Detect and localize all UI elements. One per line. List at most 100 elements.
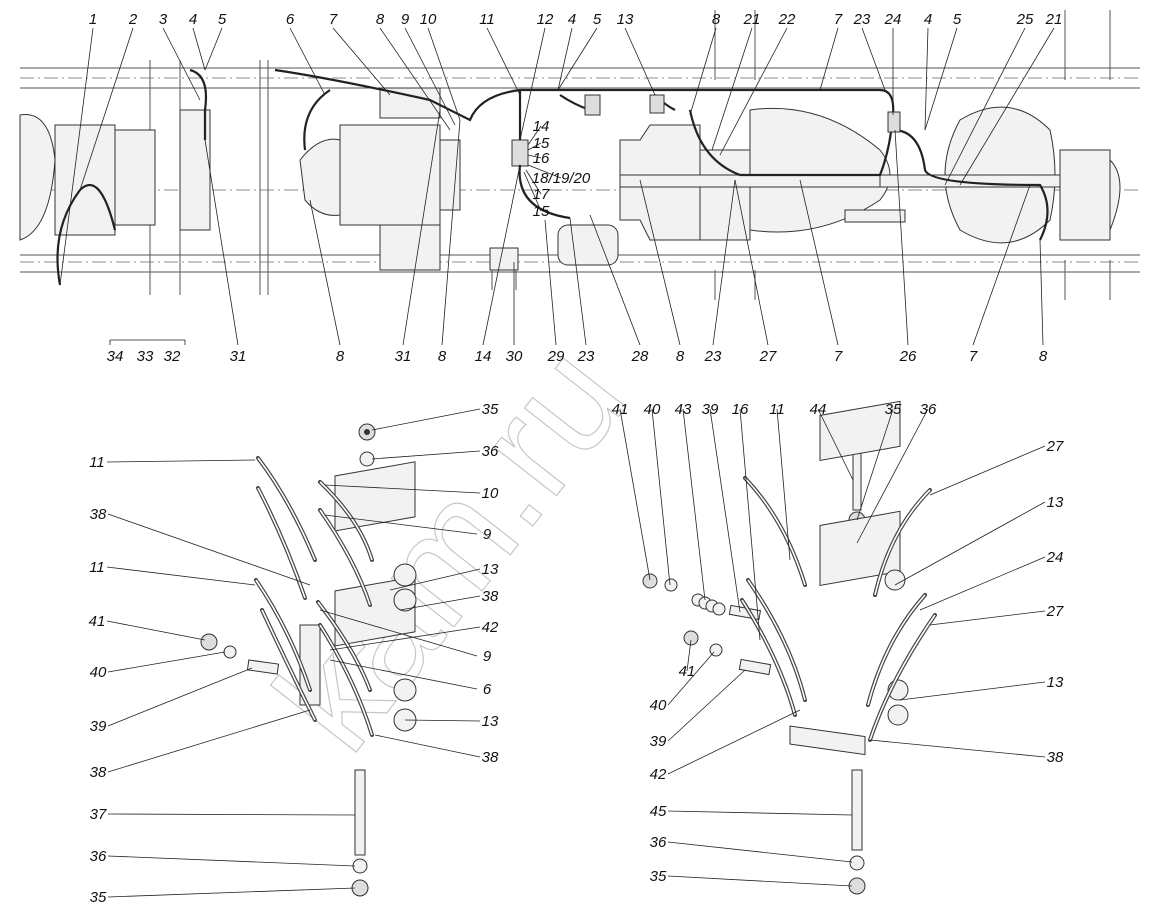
leader-line xyxy=(894,501,1046,586)
leader-line xyxy=(309,199,341,346)
watermark: kam.ru xyxy=(242,314,658,780)
leader-line xyxy=(639,179,681,346)
callout-label: 36 xyxy=(650,834,667,851)
callout-label: 10 xyxy=(420,11,437,28)
leader-line xyxy=(719,27,788,156)
callout-label: 31 xyxy=(230,348,247,365)
leader-line xyxy=(404,27,456,126)
callout-label: 7 xyxy=(329,11,338,28)
leader-line xyxy=(894,129,909,346)
leader-line xyxy=(527,154,542,159)
callout-label: 4 xyxy=(568,11,576,28)
leader-line xyxy=(959,27,1055,186)
leader-line xyxy=(107,667,253,727)
callout-label: 3 xyxy=(159,11,168,28)
leader-line xyxy=(523,171,542,212)
callout-label: 16 xyxy=(732,401,749,418)
group-bracket xyxy=(109,339,186,345)
callout-label: 41 xyxy=(612,401,629,418)
callout-label: 18/19/20 xyxy=(532,170,591,187)
leader-line xyxy=(107,651,226,673)
leader-line xyxy=(899,681,1046,701)
leader-line xyxy=(667,709,801,775)
callout-label: 15 xyxy=(533,203,550,220)
right-valve-assembly xyxy=(642,400,937,895)
callout-label: 5 xyxy=(953,11,962,28)
callout-label: 35 xyxy=(885,401,902,418)
callout-label: 41 xyxy=(89,613,106,630)
leader-line xyxy=(59,27,94,286)
callout-label: 23 xyxy=(577,348,595,365)
leader-line xyxy=(107,513,311,586)
chassis-frame xyxy=(19,10,1140,300)
leader-line xyxy=(856,408,929,544)
callout-label: 5 xyxy=(593,11,602,28)
watermark-text: kam.ru xyxy=(243,315,658,780)
leader-line xyxy=(1039,239,1044,346)
leader-line xyxy=(869,739,1046,758)
leader-line xyxy=(929,445,1046,496)
leader-line xyxy=(776,408,791,561)
callout-label: 43 xyxy=(675,401,692,418)
callout-label: 29 xyxy=(547,348,565,365)
leader-line xyxy=(106,566,256,586)
callout-label: 12 xyxy=(537,11,554,28)
callout-label: 27 xyxy=(1046,438,1064,455)
leader-line xyxy=(79,27,134,191)
callout-label: 8 xyxy=(336,348,345,365)
callout-label: 27 xyxy=(759,348,777,365)
leader-line xyxy=(107,855,356,867)
leader-line xyxy=(404,719,481,722)
leader-line xyxy=(371,450,481,460)
callout-label: 11 xyxy=(89,454,105,471)
leader-line xyxy=(651,408,671,586)
leader-line xyxy=(667,669,746,742)
callout-label: 38 xyxy=(482,749,499,766)
callout-label: 6 xyxy=(286,11,295,28)
leader-line xyxy=(379,27,451,131)
callout-label: 1 xyxy=(89,11,97,28)
leader-line xyxy=(329,659,478,690)
leader-line xyxy=(712,179,736,346)
leader-line xyxy=(861,27,886,91)
callout-label: 13 xyxy=(1047,494,1064,511)
leader-line xyxy=(686,639,692,672)
leader-line xyxy=(944,27,1026,186)
callout-label: 24 xyxy=(1046,549,1064,566)
callout-label: 39 xyxy=(650,733,667,750)
leader-line xyxy=(924,27,929,131)
callout-label: 39 xyxy=(90,718,107,735)
leader-line xyxy=(929,610,1046,626)
leader-line xyxy=(319,609,478,657)
leader-line xyxy=(819,27,839,91)
callout-label: 22 xyxy=(778,11,796,28)
leader-line xyxy=(817,408,854,481)
leader-line xyxy=(204,27,223,71)
leader-line xyxy=(204,139,239,346)
callout-label: 35 xyxy=(90,889,107,906)
leader-line xyxy=(734,179,769,346)
callout-label: 17 xyxy=(533,186,550,203)
callout-label: 7 xyxy=(834,11,843,28)
callout-label: 45 xyxy=(650,803,667,820)
callout-label: 33 xyxy=(137,348,154,365)
leader-line xyxy=(107,813,356,816)
callout-label: 2 xyxy=(128,11,138,28)
leader-line xyxy=(107,887,356,898)
leader-line xyxy=(739,408,761,641)
callout-label: 42 xyxy=(650,766,667,783)
leader-line xyxy=(525,169,542,195)
leader-line xyxy=(324,514,478,535)
callout-label: 9 xyxy=(401,11,410,28)
callout-label: 39 xyxy=(702,401,719,418)
leader-line xyxy=(799,179,839,346)
leader-lines xyxy=(59,27,1055,898)
leader-line xyxy=(569,217,587,346)
callout-label: 11 xyxy=(89,559,105,576)
callout-label: 25 xyxy=(1016,11,1034,28)
leader-line xyxy=(486,27,521,96)
callout-label: 16 xyxy=(533,150,550,167)
